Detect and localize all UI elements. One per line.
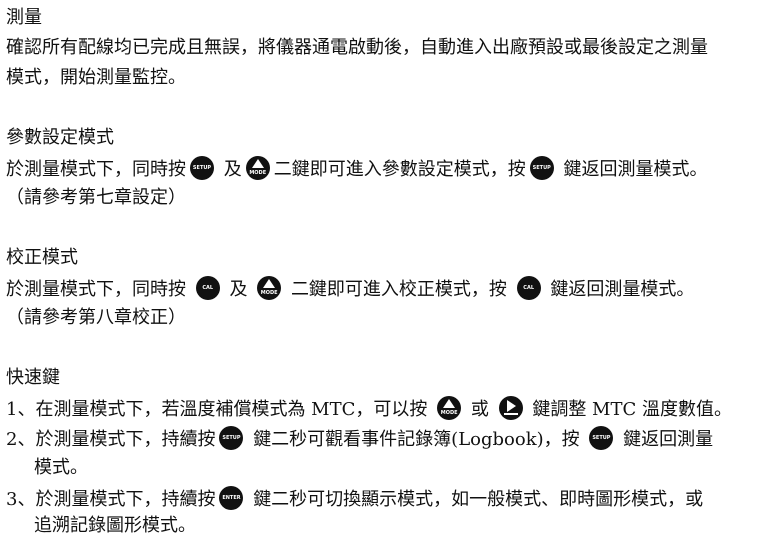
quick-item-3: 3、於測量模式下，持續按 ENTER 鍵二秒可切換顯示模式，如一般模式、即時圖形模… <box>6 486 769 512</box>
param-text-line2: （請參考第七章設定） <box>6 187 186 208</box>
quick-item-3-text-b: 鍵二秒可切換顯示模式，如一般模式、即時圖形模式，或 <box>253 489 704 510</box>
quick-item-3-text-a: 於測量模式下，持續按 <box>35 489 216 510</box>
cal-text-d: 鍵返回測量模式。 <box>550 279 695 300</box>
cal-text-c: 二鍵即可進入校正模式，按 <box>290 279 507 300</box>
quick-item-3-line2: 追溯記錄圖形模式。 <box>34 515 196 536</box>
up-arrow-icon <box>251 159 264 168</box>
section-title-quick: 快速鍵 <box>6 367 60 388</box>
mode-up-key-icon: MODE <box>437 396 462 420</box>
setup-key-label: SETUP <box>592 435 611 441</box>
cal-text-line2: （請參考第八章校正） <box>6 307 186 328</box>
quick-item-1-text-a: 在測量模式下，若溫度補償模式為 MTC，可以按 <box>35 399 428 420</box>
right-arrow-key-icon <box>498 396 523 420</box>
param-text-line1: 於測量模式下，同時按 SETUP 及 MODE 二鍵即可進入參數設定模式，按 SETUP… <box>6 156 769 182</box>
quick-item-1-text-c: 鍵調整 MTC 溫度數值。 <box>532 399 732 420</box>
mode-up-key-icon: MODE <box>257 276 282 300</box>
measure-text-line2: 模式，開始測量監控。 <box>6 67 186 88</box>
quick-item-2-text-c: 鍵返回測量 <box>623 429 714 450</box>
up-arrow-icon <box>263 279 276 288</box>
param-text-c: 二鍵即可進入參數設定模式，按 <box>273 159 526 180</box>
section-title-measure: 測量 <box>6 7 42 28</box>
setup-key-icon: SETUP <box>219 426 244 450</box>
setup-key-label: SETUP <box>222 435 241 441</box>
param-text-b: 及 <box>223 159 242 180</box>
mode-up-key-icon: MODE <box>245 156 270 180</box>
setup-key-icon: SETUP <box>529 156 554 180</box>
quick-item-1: 1、在測量模式下，若溫度補償模式為 MTC，可以按 MODE 或 鍵調整 MTC… <box>6 396 769 422</box>
cal-text-a: 於測量模式下，同時按 <box>6 279 186 300</box>
cal-text-b: 及 <box>229 279 248 300</box>
up-arrow-icon <box>443 399 456 408</box>
quick-item-2-line2: 模式。 <box>34 457 88 478</box>
setup-key-label: SETUP <box>192 165 212 171</box>
mode-key-label: MODE <box>440 410 458 416</box>
right-arrow-icon <box>506 400 516 412</box>
quick-item-1-text-b: 或 <box>470 399 489 420</box>
cal-key-label: CAL <box>523 285 535 291</box>
quick-item-3-number: 3、 <box>6 489 36 510</box>
enter-key-label: ENTER <box>222 495 241 501</box>
section-title-param: 參數設定模式 <box>6 127 114 148</box>
section-title-cal: 校正模式 <box>6 247 78 268</box>
enter-key-icon: ENTER <box>219 486 244 510</box>
cal-text-line1: 於測量模式下，同時按 CAL 及 MODE 二鍵即可進入校正模式，按 CAL 鍵… <box>6 276 769 302</box>
quick-item-2-text-a: 於測量模式下，持續按 <box>35 429 216 450</box>
quick-item-2-number: 2、 <box>6 429 36 450</box>
right-arrow-base <box>503 413 518 415</box>
quick-item-1-number: 1、 <box>6 399 36 420</box>
mode-key-label: MODE <box>260 290 278 296</box>
quick-item-2-text-b: 鍵二秒可觀看事件記錄簿(Logbook)，按 <box>253 429 580 450</box>
cal-key-icon: CAL <box>516 276 541 300</box>
mode-key-label: MODE <box>249 170 267 176</box>
cal-key-icon: CAL <box>195 276 220 300</box>
setup-key-icon: SETUP <box>589 426 614 450</box>
setup-key-icon: SETUP <box>190 156 214 180</box>
param-text-d: 鍵返回測量模式。 <box>563 159 708 180</box>
cal-key-label: CAL <box>202 285 214 291</box>
setup-key-label: SETUP <box>532 165 551 171</box>
measure-text-line1: 確認所有配線均已完成且無誤，將儀器通電啟動後，自動進入出廠預設或最後設定之測量 <box>6 37 708 58</box>
quick-item-2: 2、於測量模式下，持續按 SETUP 鍵二秒可觀看事件記錄簿(Logbook)，按… <box>6 426 769 452</box>
param-text-a: 於測量模式下，同時按 <box>6 159 186 180</box>
